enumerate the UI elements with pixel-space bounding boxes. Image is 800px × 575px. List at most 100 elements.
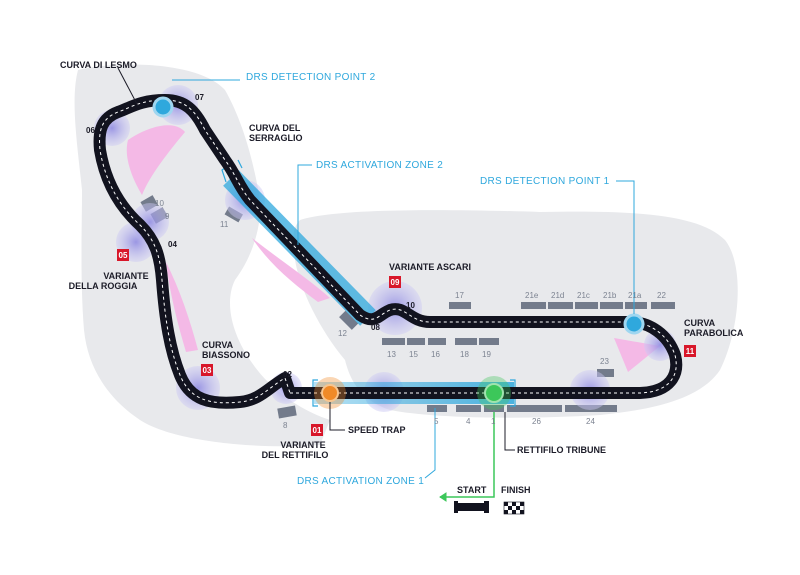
grandstand-21b (600, 302, 623, 309)
corner-label-parabolica-1: CURVA (684, 318, 716, 328)
feature-labels: SPEED TRAP RETTIFILO TRIBUNE START FINIS… (348, 425, 606, 495)
badge-03-text: 03 (203, 366, 212, 375)
corner-label-rettifilo-1: VARIANTE (280, 440, 325, 450)
drs-activation-1-label: DRS ACTIVATION ZONE 1 (297, 476, 424, 487)
grandstand-number-5: 5 (434, 417, 439, 426)
rettifilo-tribune-label: RETTIFILO TRIBUNE (517, 445, 606, 455)
grandstand-number-9: 9 (165, 212, 170, 221)
grandstand-8 (277, 405, 297, 419)
kerbs (126, 125, 660, 372)
turn-number-10: 10 (406, 301, 415, 310)
kerb-serraglio (252, 238, 330, 302)
grandstand-21a (625, 302, 647, 309)
grandstand-number-12: 12 (338, 329, 347, 338)
grandstand-number-18: 18 (460, 350, 469, 359)
badge-09-text: 09 (391, 278, 400, 287)
grandstand-number-21d: 21d (551, 291, 564, 300)
grandstand-number-11: 11 (220, 220, 229, 229)
badge-05 (117, 249, 129, 261)
grandstand-number-21c: 21c (577, 291, 590, 300)
speed-trap-label: SPEED TRAP (348, 425, 406, 435)
corner-label-serraglio-2: SERRAGLIO (249, 133, 303, 143)
badge-05-text: 05 (119, 251, 128, 260)
finish-label: FINISH (501, 485, 531, 495)
badge-01 (311, 424, 323, 436)
turn-number-06: 06 (86, 126, 95, 135)
track (93, 94, 683, 409)
grandstand-5 (427, 405, 447, 412)
grandstand-12 (339, 310, 359, 330)
turn-number-07: 07 (195, 93, 204, 102)
checkered-flag-icon (503, 501, 525, 515)
grandstand-number-22: 22 (657, 291, 666, 300)
drs-detection-point-2-marker (152, 96, 174, 118)
corner-labels: CURVA DI LESMO CURVA DEL SERRAGLIO VARIA… (60, 60, 744, 460)
grandstand-21d (548, 302, 573, 309)
badge-11 (684, 345, 696, 357)
corner-label-parabolica-2: PARABOLICA (684, 328, 744, 338)
start-label: START (457, 485, 487, 495)
grandstand-26 (507, 405, 562, 412)
grandstand-21e (521, 302, 546, 309)
grandstand-number-13: 13 (387, 350, 396, 359)
corner-badges: 05 03 01 09 11 (117, 249, 696, 436)
grandstand-16 (428, 338, 446, 345)
grandstand-number-8: 8 (283, 421, 288, 430)
drs-detection-2-label: DRS DETECTION POINT 2 (246, 72, 376, 83)
grandstand-number-26: 26 (532, 417, 541, 426)
badge-03 (201, 364, 213, 376)
grandstand-19 (479, 338, 499, 345)
grandstand-23 (597, 369, 614, 377)
leader-activation-2 (297, 164, 312, 245)
drs-detection-point-1-marker (623, 313, 645, 335)
grandstand-number-21a: 21a (628, 291, 642, 300)
grandstand-number-16: 16 (431, 350, 440, 359)
grandstand-1 (484, 405, 504, 412)
badge-01-text: 01 (313, 426, 322, 435)
grandstand-number-19: 19 (482, 350, 491, 359)
grandstand-number-24: 24 (586, 417, 595, 426)
leader-lesmo (117, 67, 139, 107)
kerb-roggia (166, 262, 198, 352)
grandstand-number-1: 1 (491, 417, 496, 426)
start-arrow-icon (439, 492, 447, 502)
start-car-icon (454, 501, 489, 513)
leader-lines (117, 67, 635, 502)
leader-detection-1 (616, 180, 635, 314)
grandstand-number-21e: 21e (525, 291, 539, 300)
corner-label-ascari: VARIANTE ASCARI (389, 262, 471, 272)
grandstand-number-15: 15 (409, 350, 418, 359)
grandstand-number-23: 23 (600, 357, 609, 366)
leader-activation-1 (424, 408, 436, 479)
start-line (440, 412, 495, 498)
corner-label-biassono-1: CURVA (202, 340, 234, 350)
badge-09 (389, 276, 401, 288)
drs-labels: DRS DETECTION POINT 2 DRS ACTIVATION ZON… (246, 72, 610, 487)
markers (152, 96, 645, 410)
turn-numbers: 06 07 04 02 10 08 (86, 93, 415, 379)
grandstand-22 (651, 302, 675, 309)
corner-label-biassono-2: BIASSONO (202, 350, 250, 360)
turn-number-02: 02 (283, 370, 292, 379)
grandstand-15 (407, 338, 425, 345)
grandstand-4 (456, 405, 481, 412)
grandstand-number-10: 10 (155, 199, 164, 208)
start-finish-marker (484, 383, 504, 403)
turn-number-04: 04 (168, 240, 177, 249)
corner-label-roggia-2: DELLA ROGGIA (69, 281, 138, 291)
grandstand-21c (575, 302, 598, 309)
grandstand-number-17: 17 (455, 291, 464, 300)
drs-activation-2-label: DRS ACTIVATION ZONE 2 (316, 160, 443, 171)
badge-11-text: 11 (686, 347, 695, 356)
track-centerline (99, 99, 677, 404)
corner-label-lesmo: CURVA DI LESMO (60, 60, 137, 70)
grandstand-numbers: 10 9 11 12 17 21e 21d 21c 21b 21a 22 13 … (155, 199, 666, 430)
leader-rettifilo-tribune (504, 412, 515, 451)
grandstand-17 (449, 302, 471, 309)
corner-label-serraglio-1: CURVA DEL (249, 123, 301, 133)
speed-trap-marker (321, 384, 339, 402)
turn-number-08: 08 (371, 323, 380, 332)
drs-detection-1-label: DRS DETECTION POINT 1 (480, 176, 610, 187)
corner-label-roggia-1: VARIANTE (103, 271, 148, 281)
